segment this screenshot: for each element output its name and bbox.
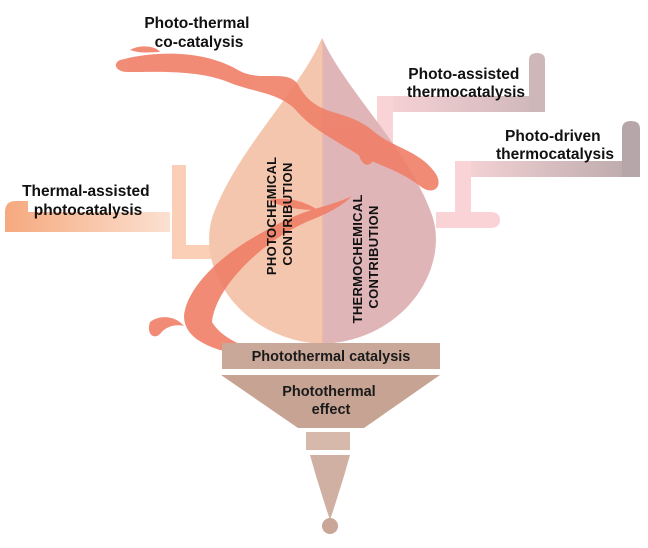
funnel [221, 343, 440, 534]
liquid-splash [115, 46, 439, 353]
funnel-collar [306, 432, 350, 450]
label-photo-assisted-thermocatalysis: Photo-assisted thermocatalysis [407, 66, 525, 101]
label-photothermal-catalysis: Photothermal catalysis [252, 349, 411, 365]
label-photochemical-contribution: PHOTOCHEMICAL CONTRIBUTION [264, 153, 295, 275]
label-thermal-assisted-photocatalysis: Thermal-assisted photocatalysis [22, 183, 154, 219]
label-photo-driven-thermocatalysis: Photo-driven thermocatalysis [496, 128, 614, 163]
pipe-thermal-assisted [5, 165, 214, 259]
funnel-droplet [322, 518, 338, 534]
label-photo-thermal-cocatalysis: Photo-thermal co-catalysis [144, 15, 253, 51]
photothermal-catalysis-band [222, 343, 440, 369]
funnel-spout [310, 455, 350, 520]
photothermal-effect-trapezoid [221, 375, 440, 428]
label-thermochemical-contribution: THERMOCHEMICAL CONTRIBUTION [350, 191, 381, 324]
pipe-photo-driven [436, 121, 640, 228]
label-photothermal-effect: Photothermal effect [282, 384, 379, 418]
